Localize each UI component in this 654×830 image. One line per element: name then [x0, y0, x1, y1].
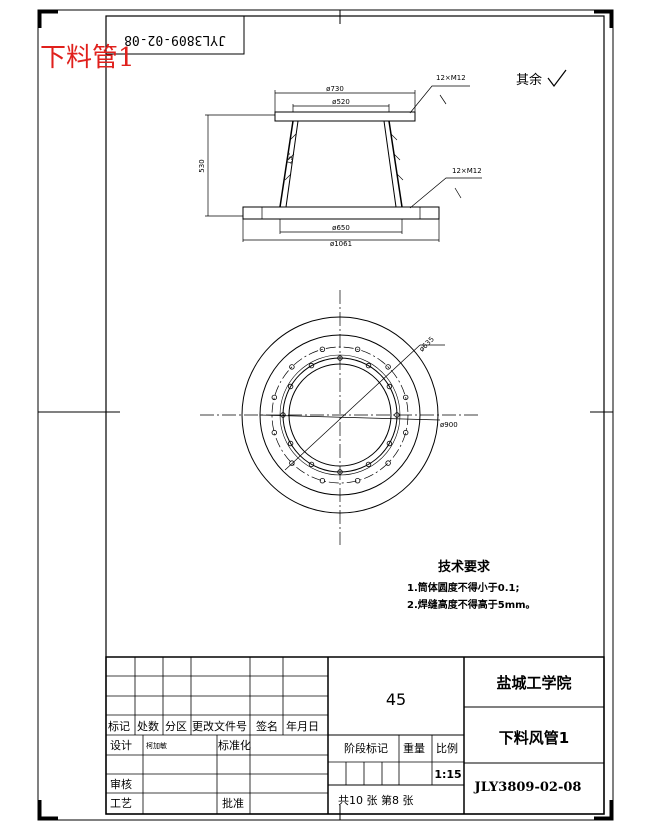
- tb-stage-mark: 阶段标记: [344, 741, 388, 755]
- tb-approve: 批准: [222, 796, 244, 810]
- tb-date: 年月日: [286, 719, 319, 733]
- dim-phi730: ø730: [326, 85, 344, 93]
- bolt-hole: [289, 364, 295, 370]
- tb-zone: 分区: [165, 720, 187, 733]
- bolt-hole: [385, 460, 391, 466]
- tb-process: 工艺: [110, 797, 132, 810]
- tb-drawing-number: JLY3809-02-08: [474, 780, 582, 795]
- angle-label: 15°: [285, 152, 295, 166]
- bolt-hole: [403, 394, 409, 401]
- bolt-hole: [365, 461, 372, 468]
- bolt-hole: [308, 362, 315, 369]
- bolt-note-right: 12×M12: [452, 167, 482, 175]
- height-dim: 530: [198, 159, 206, 172]
- bolt-hole: [280, 412, 286, 418]
- tb-scale: 1:15: [434, 768, 461, 781]
- bolt-hole: [385, 364, 391, 370]
- dim-phi635: ø635: [418, 335, 436, 353]
- dim-phi520: ø520: [332, 98, 350, 106]
- corner-code-box: [105, 15, 245, 55]
- bolt-hole: [319, 346, 326, 352]
- bolt-hole: [386, 440, 393, 447]
- roughness-mark: [547, 69, 567, 87]
- bolt-hole: [287, 383, 294, 390]
- tb-standardize: 标准化: [218, 738, 251, 752]
- bolt-hole: [287, 440, 294, 447]
- outer-border: [37, 9, 614, 821]
- bolt-hole: [337, 355, 343, 361]
- tech-req-item-2: 2.焊缝高度不得高于5mm。: [407, 598, 536, 611]
- tb-design: 设计: [110, 739, 132, 752]
- tb-count: 处数: [137, 720, 159, 733]
- corner-code: JYL3809-02-08: [124, 32, 226, 47]
- tb-weight: 重量: [403, 741, 425, 755]
- surface-note: 其余: [516, 72, 542, 88]
- corner-marks: [38, 10, 613, 820]
- tb-designer: 柯加敏: [146, 741, 167, 750]
- tb-ratio: 比例: [436, 741, 458, 755]
- bolt-hole: [403, 429, 409, 436]
- section-view: [205, 85, 482, 242]
- dim-phi650: ø650: [332, 224, 350, 232]
- dim-phi1061: ø1061: [330, 240, 352, 248]
- bolt-hole: [365, 362, 372, 369]
- tb-sheets: 共10 张 第8 张: [338, 793, 414, 807]
- overlay-title: 下料管1: [40, 43, 135, 73]
- bolt-note-top: 12×M12: [436, 74, 466, 82]
- tb-review: 审核: [110, 777, 132, 791]
- bolt-hole: [394, 412, 400, 418]
- bolt-hole: [289, 460, 295, 466]
- bolt-hole: [337, 469, 343, 475]
- tb-school: 盐城工学院: [496, 674, 571, 692]
- tb-mark: 标记: [108, 719, 130, 733]
- tb-change-doc: 更改文件号: [192, 719, 247, 733]
- bolt-hole: [319, 478, 326, 484]
- bolt-hole: [386, 383, 393, 390]
- plan-view: [200, 290, 480, 545]
- tech-req-item-1: 1.筒体圆度不得小于0.1;: [407, 581, 519, 594]
- bolt-hole: [354, 478, 361, 484]
- bolt-hole: [271, 394, 277, 401]
- centering-marks: [38, 10, 613, 820]
- title-block: [105, 656, 605, 815]
- tb-quantity: 45: [386, 690, 406, 709]
- dim-phi900: ø900: [440, 421, 458, 429]
- tb-part-name: 下料风管1: [499, 729, 569, 747]
- bolt-hole: [308, 461, 315, 468]
- bolt-hole: [271, 429, 277, 436]
- bolt-holes: [271, 346, 409, 484]
- tb-signature: 签名: [256, 719, 278, 733]
- bolt-hole: [354, 346, 361, 352]
- tech-req-title: 技术要求: [438, 559, 491, 575]
